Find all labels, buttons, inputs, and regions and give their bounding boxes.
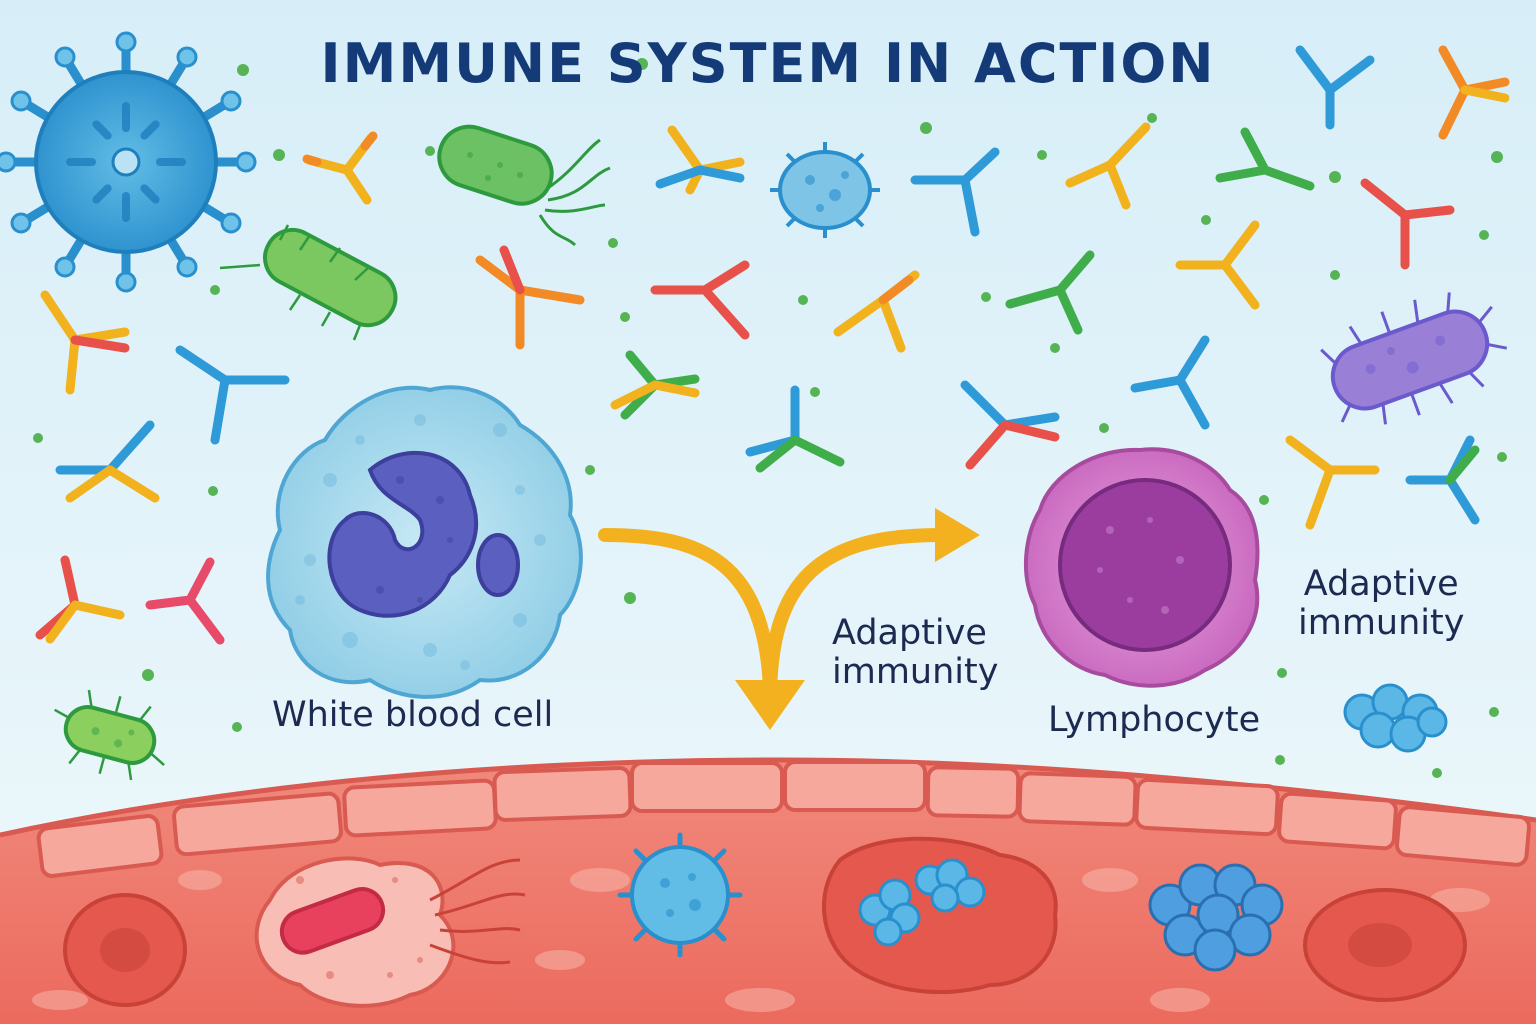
- tissue-layer: [0, 757, 1536, 1024]
- macrophage-cell: [254, 856, 526, 1008]
- bacterium-green-small: [54, 689, 165, 781]
- virus-large: [0, 31, 257, 293]
- tissue-virus: [617, 832, 743, 958]
- bacterium-green-top: [437, 124, 611, 247]
- infected-cell: [822, 836, 1058, 995]
- bacterium-blue-small: [770, 142, 880, 238]
- label-adaptive-immunity-right: Adaptive immunity: [1298, 564, 1465, 644]
- lymphocyte-shape: [1024, 447, 1260, 688]
- bacteria-cluster-tissue: [1148, 863, 1284, 972]
- label-white-blood-cell: White blood cell: [272, 695, 554, 735]
- arrowheads: [735, 508, 980, 730]
- bacterium-green-rod: [219, 224, 398, 341]
- label-adaptive-immunity-center: Adaptive immunity: [832, 613, 999, 693]
- blue-cluster-small: [1343, 683, 1448, 753]
- page-title: IMMUNE SYSTEM IN ACTION: [320, 32, 1216, 95]
- pathway-arrows: [598, 528, 947, 707]
- bacterium-purple: [1320, 292, 1508, 425]
- label-lymphocyte: Lymphocyte: [1048, 700, 1261, 740]
- white-blood-cell-shape: [266, 385, 583, 699]
- antibodies: [35, 45, 1510, 645]
